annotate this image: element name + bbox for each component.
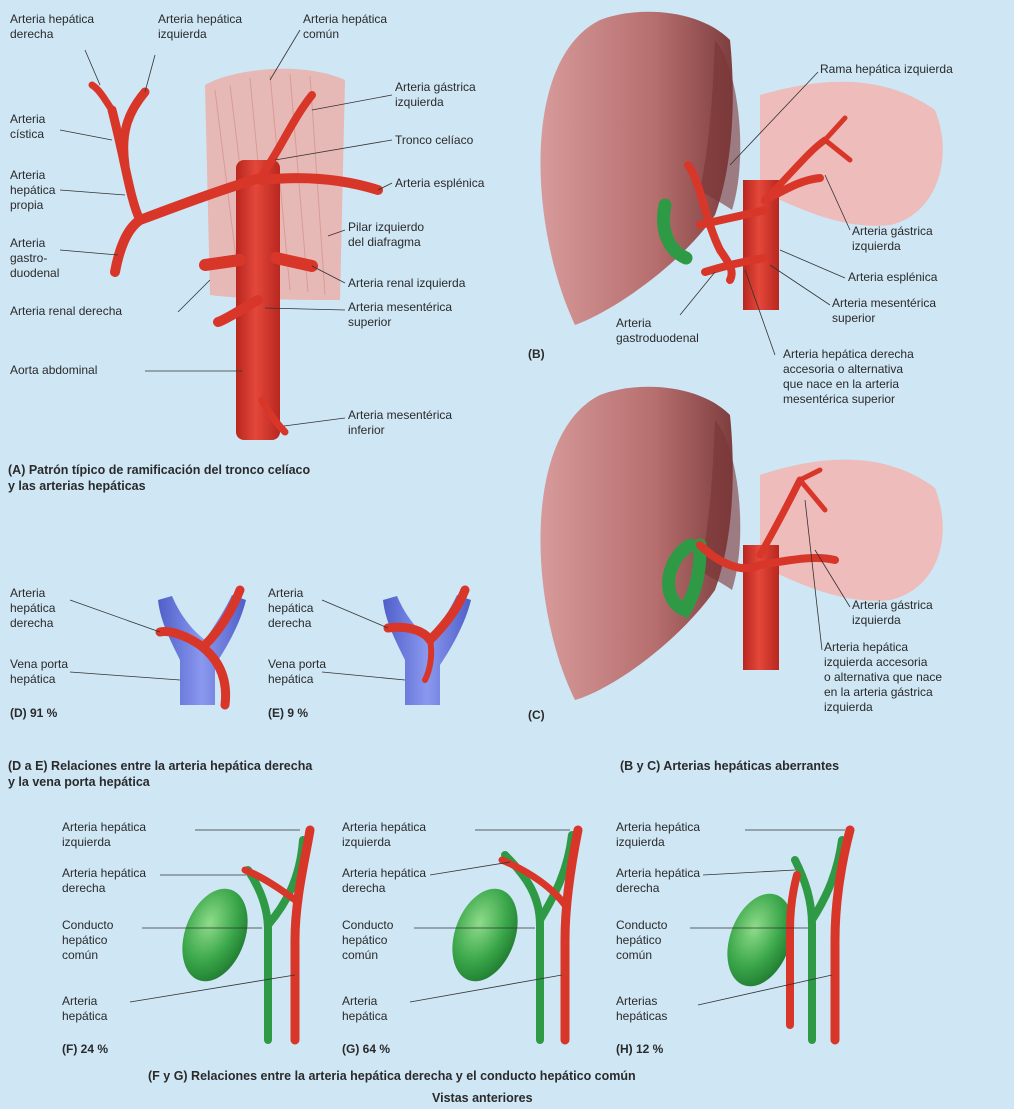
- label-sma-b: Arteria mesentérica superior: [832, 296, 936, 326]
- label-hepatic-proper-a: Arteria hepática propia: [10, 168, 55, 213]
- label-hepatic-common-a: Arteria hepática común: [303, 12, 387, 42]
- label-artery-g: Arteria hepática: [342, 994, 387, 1024]
- label-vein-e: Vena porta hepática: [268, 657, 326, 687]
- label-hepatic-right-a: Arteria hepática derecha: [10, 12, 94, 42]
- label-gastric-left-c: Arteria gástrica izquierda: [852, 598, 933, 628]
- label-gastroduodenal-b: Arteria gastroduodenal: [616, 316, 699, 346]
- label-cystic-a: Arteria cística: [10, 112, 45, 142]
- tag-panel-c: (C): [528, 708, 545, 723]
- label-ima-a: Arteria mesentérica inferior: [348, 408, 452, 438]
- panel-a-illustration: [92, 69, 378, 440]
- panel-e-illustration: [383, 590, 471, 705]
- label-aorta-a: Aorta abdominal: [10, 363, 97, 378]
- label-left-f: Arteria hepática izquierda: [62, 820, 146, 850]
- tag-panel-g: (G) 64 %: [342, 1042, 390, 1056]
- label-accessory-left-c: Arteria hepática izquierda accesoria o a…: [824, 640, 942, 715]
- label-splenic-a: Arteria esplénica: [395, 176, 484, 191]
- label-celiac-a: Tronco celíaco: [395, 133, 473, 148]
- label-accessory-right-b: Arteria hepática derecha accesoria o alt…: [783, 347, 914, 407]
- label-duct-f: Conducto hepático común: [62, 918, 113, 963]
- label-gastric-left-b: Arteria gástrica izquierda: [852, 224, 933, 254]
- label-right-h: Arteria hepática derecha: [616, 866, 700, 896]
- label-duct-g: Conducto hepático común: [342, 918, 393, 963]
- caption-panel-fg: (F y G) Relaciones entre la arteria hepá…: [148, 1068, 636, 1084]
- label-right-g: Arteria hepática derecha: [342, 866, 426, 896]
- label-artery-f: Arteria hepática: [62, 994, 107, 1024]
- label-left-h: Arteria hepática izquierda: [616, 820, 700, 850]
- tag-panel-f: (F) 24 %: [62, 1042, 108, 1056]
- label-splenic-b: Arteria esplénica: [848, 270, 937, 285]
- panel-h-illustration: [715, 830, 850, 1040]
- panel-g-illustration: [440, 830, 578, 1040]
- label-duct-h: Conducto hepático común: [616, 918, 667, 963]
- tag-panel-d: (D) 91 %: [10, 706, 57, 720]
- label-renal-left-a: Arteria renal izquierda: [348, 276, 465, 291]
- tag-panel-h: (H) 12 %: [616, 1042, 663, 1056]
- label-left-g: Arteria hepática izquierda: [342, 820, 426, 850]
- label-crus-left-a: Pilar izquierdo del diafragma: [348, 220, 424, 250]
- tag-panel-b: (B): [528, 347, 545, 362]
- label-hepatic-left-a: Arteria hepática izquierda: [158, 12, 242, 42]
- label-sma-a: Arteria mesentérica superior: [348, 300, 452, 330]
- caption-panel-de: (D a E) Relaciones entre la arteria hepá…: [8, 758, 312, 790]
- panel-f-illustration: [170, 830, 310, 1040]
- label-artery-d: Arteria hepática derecha: [10, 586, 55, 631]
- label-vein-d: Vena porta hepática: [10, 657, 68, 687]
- label-gastric-left-a: Arteria gástrica izquierda: [395, 80, 476, 110]
- label-artery-h: Arterias hepáticas: [616, 994, 667, 1024]
- panel-d-illustration: [158, 590, 246, 705]
- tag-panel-e: (E) 9 %: [268, 706, 308, 720]
- label-renal-right-a: Arteria renal derecha: [10, 304, 122, 319]
- label-right-f: Arteria hepática derecha: [62, 866, 146, 896]
- caption-views: Vistas anteriores: [432, 1090, 533, 1106]
- label-gastroduodenal-a: Arteria gastro- duodenal: [10, 236, 59, 281]
- label-left-branch-b: Rama hepática izquierda: [820, 62, 953, 77]
- caption-panel-a: (A) Patrón típico de ramificación del tr…: [8, 462, 310, 494]
- label-artery-e: Arteria hepática derecha: [268, 586, 313, 631]
- caption-panel-bc: (B y C) Arterias hepáticas aberrantes: [620, 758, 839, 774]
